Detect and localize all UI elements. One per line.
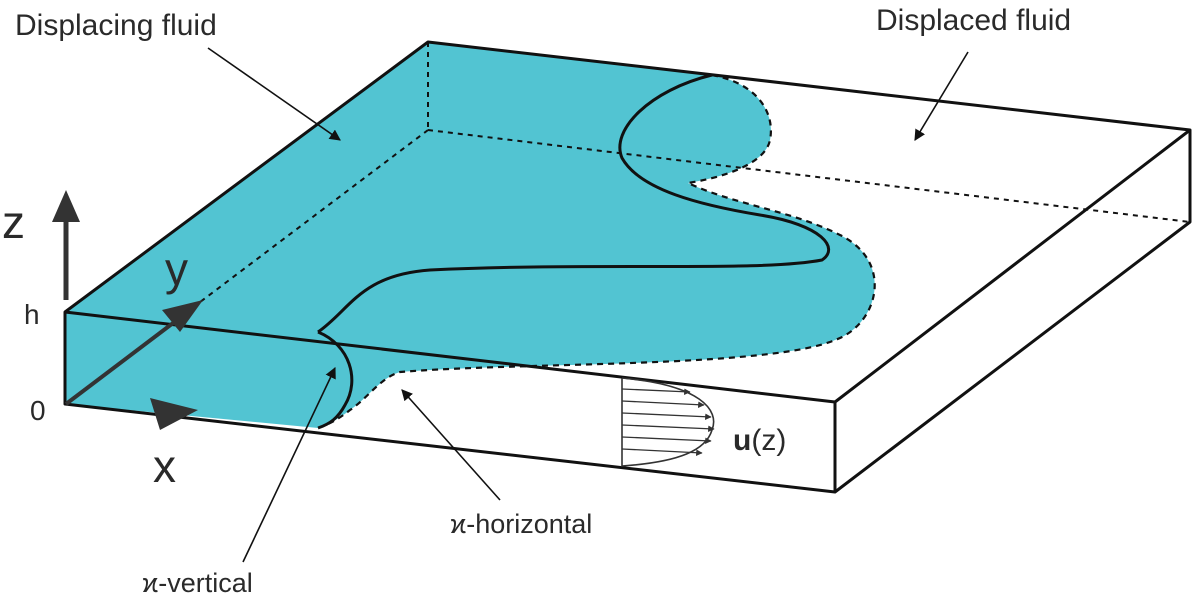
- label-tick-h: h: [24, 299, 40, 330]
- label-kappa-horizontal: ϰ-horizontal: [450, 509, 592, 539]
- label-velocity: u(z): [733, 424, 786, 457]
- slab-right-face: [835, 130, 1190, 492]
- axis-y: [64, 300, 203, 406]
- hidden-edge-back-bottom: [427, 129, 1191, 223]
- label-velocity-arg: (z): [751, 424, 786, 457]
- front-face-interface: [317, 330, 354, 430]
- label-tick-0: 0: [30, 395, 46, 426]
- label-axis-x: x: [153, 440, 176, 492]
- label-axis-y: y: [165, 243, 188, 295]
- axis-x: [150, 398, 198, 430]
- axis-z: [52, 190, 80, 300]
- dashed-front-bottom: [317, 73, 876, 430]
- label-kappa-vertical: ϰ-vertical: [142, 568, 253, 598]
- pointer-displaced-fluid: [914, 51, 969, 141]
- slab-outline: [63, 40, 1192, 494]
- pointer-displacing-fluid: [207, 47, 341, 141]
- velocity-profile: [621, 377, 715, 467]
- pointer-kappa-vertical: [242, 366, 336, 563]
- pointer-kappa-horizontal: [401, 389, 501, 501]
- label-displaced-fluid: Displaced fluid: [876, 4, 1071, 37]
- solid-front-top: [317, 73, 831, 334]
- label-axis-z: z: [2, 196, 25, 248]
- label-displacing-fluid: Displacing fluid: [15, 9, 217, 42]
- label-velocity-u: u: [733, 424, 751, 457]
- displacing-fluid-top-region: [65, 42, 875, 428]
